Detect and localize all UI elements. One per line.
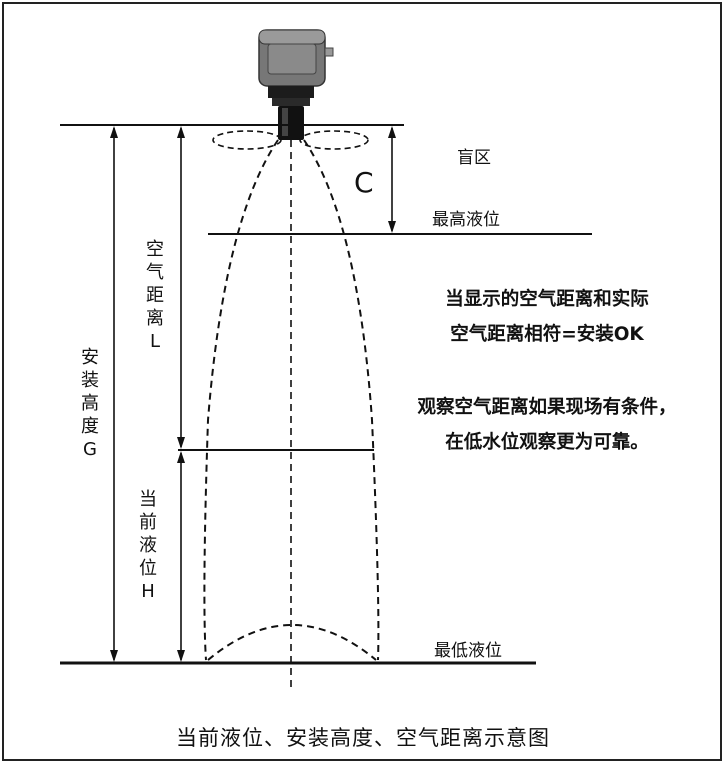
diagram-caption: 当前液位、安装高度、空气距离示意图 xyxy=(176,726,550,750)
air-distance-label: 空气距离L xyxy=(146,239,164,352)
note-line-3: 观察空气距离如果现场有条件， xyxy=(417,397,677,418)
max-level-label: 最高液位 xyxy=(432,210,500,230)
beam-left-edge xyxy=(203,139,279,661)
echo-arc xyxy=(207,624,377,661)
install-height-arrow xyxy=(110,126,118,662)
beam-right-edge xyxy=(303,139,380,661)
current-level-arrow xyxy=(177,451,185,662)
min-level-label: 最低液位 xyxy=(434,641,502,661)
install-height-label: 安装高度G xyxy=(81,347,99,460)
note-line-4: 在低水位观察更为可靠。 xyxy=(445,432,649,453)
blind-zone-arrow xyxy=(388,126,396,233)
note-line-1: 当显示的空气距离和实际 xyxy=(445,289,649,310)
air-distance-arrow xyxy=(177,126,185,449)
c-label: C xyxy=(354,166,374,199)
current-level-label: 当前液位H xyxy=(139,489,157,602)
note-line-2: 空气距离相符=安装OK xyxy=(450,324,644,345)
blind-zone-lobe-right xyxy=(299,130,369,150)
blind-zone-lobe-left xyxy=(212,130,282,150)
blind-zone-label: 盲区 xyxy=(457,148,491,168)
ultrasonic-sensor xyxy=(258,29,334,140)
